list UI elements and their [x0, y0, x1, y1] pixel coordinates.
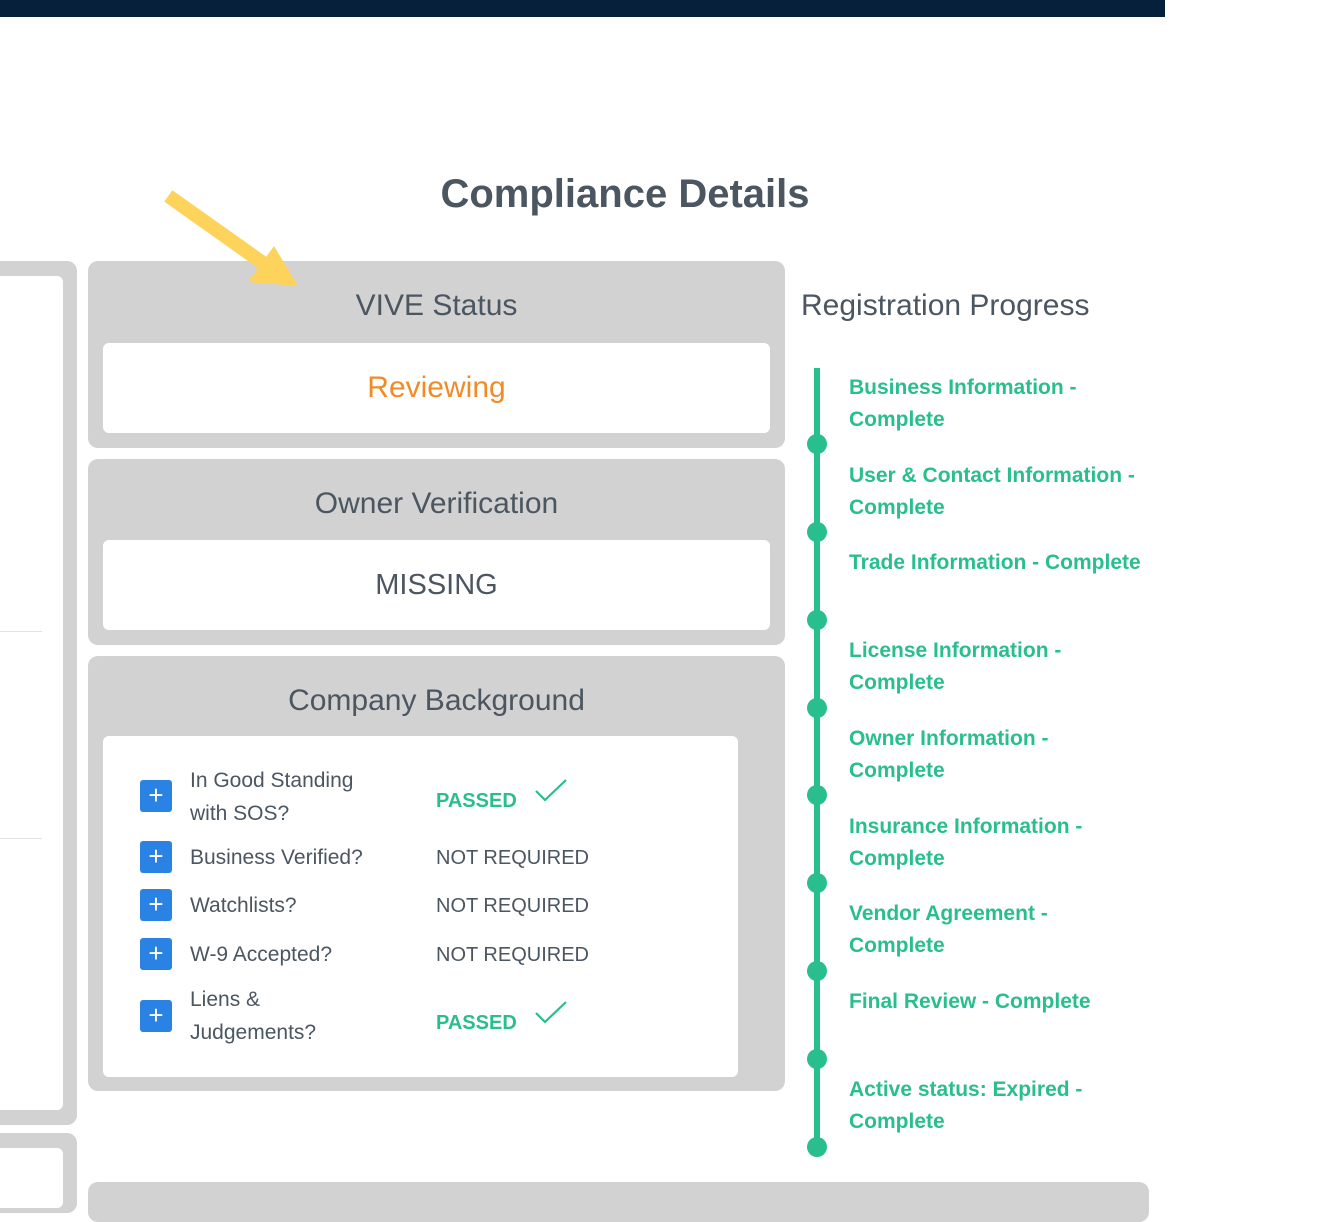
expand-plus-icon[interactable]: +	[140, 1000, 172, 1032]
background-row-sos: + In Good Standing with SOS? PASSED	[140, 764, 720, 830]
expand-plus-icon[interactable]: +	[140, 938, 172, 970]
background-row-watchlists: + Watchlists? NOT REQUIRED	[140, 888, 720, 921]
background-row-label: In Good Standing with SOS?	[190, 769, 354, 825]
progress-dot	[807, 698, 827, 718]
company-background-list: + In Good Standing with SOS? PASSED + Bu…	[103, 736, 738, 1077]
background-row-business-verified: + Business Verified? NOT REQUIRED	[140, 840, 720, 873]
annotation-arrow-icon	[164, 190, 298, 286]
background-row-label: W-9 Accepted?	[190, 943, 333, 966]
owner-verification-value: MISSING	[103, 540, 770, 630]
progress-step: User & Contact Information - Complete	[849, 464, 1135, 519]
registration-progress-title: Registration Progress	[801, 289, 1090, 322]
vive-status-value: Reviewing	[103, 343, 770, 433]
background-row-status: NOT REQUIRED	[436, 847, 589, 869]
background-row-status: NOT REQUIRED	[436, 895, 589, 917]
progress-step: Active status: Expired - Complete	[849, 1078, 1083, 1133]
check-icon	[535, 779, 567, 802]
progress-timeline	[814, 368, 820, 1150]
owner-verification-card: Owner Verification MISSING	[88, 459, 785, 645]
background-row-liens: + Liens & Judgements? PASSED	[140, 983, 720, 1049]
progress-dot	[807, 785, 827, 805]
progress-step: Trade Information - Complete	[849, 551, 1141, 574]
progress-dot	[807, 873, 827, 893]
vive-status-title: VIVE Status	[355, 289, 518, 322]
background-row-label: Liens & Judgements?	[190, 988, 317, 1044]
left-lower-panel-body	[0, 1148, 63, 1208]
background-row-w9: + W-9 Accepted? NOT REQUIRED	[140, 937, 720, 970]
company-background-title: Company Background	[288, 684, 585, 717]
progress-dot	[807, 1049, 827, 1069]
background-row-label: Watchlists?	[190, 894, 297, 917]
progress-step: Owner Information - Complete	[849, 727, 1049, 782]
check-icon	[535, 1001, 567, 1024]
progress-dot	[807, 434, 827, 454]
background-row-status: NOT REQUIRED	[436, 944, 589, 966]
progress-step: Final Review - Complete	[849, 990, 1091, 1013]
background-row-status: PASSED	[436, 790, 517, 812]
divider	[0, 631, 42, 632]
expand-plus-icon[interactable]: +	[140, 841, 172, 873]
background-row-status: PASSED	[436, 1012, 517, 1034]
top-navigation-bar	[0, 0, 1165, 17]
divider	[0, 838, 42, 839]
progress-dot	[807, 610, 827, 630]
background-row-label: Business Verified?	[190, 846, 363, 869]
left-panel-body	[0, 276, 63, 1110]
progress-step: License Information - Complete	[849, 639, 1062, 694]
progress-dot	[807, 1137, 827, 1157]
progress-step: Business Information - Complete	[849, 376, 1077, 431]
expand-plus-icon[interactable]: +	[140, 780, 172, 812]
progress-step: Insurance Information - Complete	[849, 815, 1083, 870]
progress-step: Vendor Agreement - Complete	[849, 902, 1048, 957]
bottom-panel	[88, 1182, 1149, 1222]
company-background-card: Company Background + In Good Standing wi…	[88, 656, 785, 1091]
vive-status-card: VIVE Status Reviewing	[88, 261, 785, 448]
owner-verification-title: Owner Verification	[314, 487, 559, 520]
progress-dot	[807, 961, 827, 981]
progress-dot	[807, 522, 827, 542]
expand-plus-icon[interactable]: +	[140, 889, 172, 921]
page-title: Compliance Details	[440, 172, 810, 216]
